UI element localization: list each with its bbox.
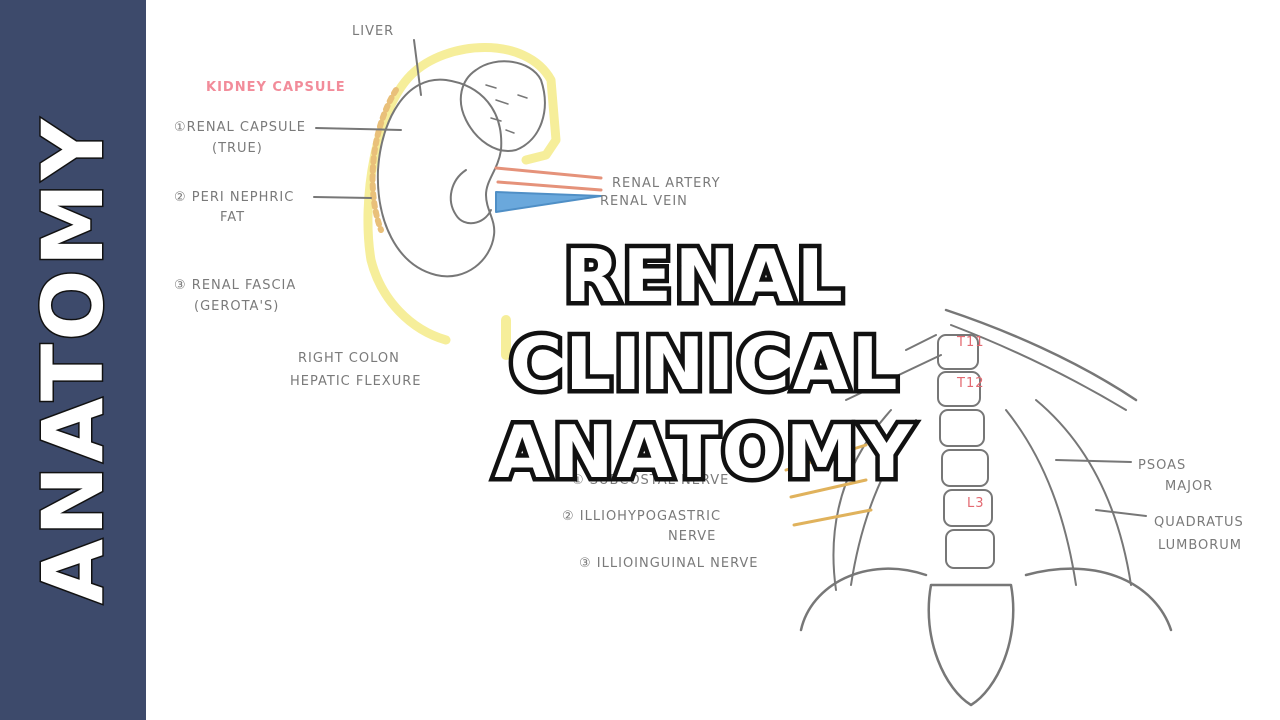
sidebar: ANATOMY <box>0 0 146 720</box>
video-title: RENAL CLINICAL ANATOMY <box>365 230 1045 499</box>
colon-label: RIGHT COLON <box>298 351 400 366</box>
t11-label: T11 <box>957 335 985 350</box>
iliohypogastric-sub: NERVE <box>668 529 717 544</box>
perinephric-label: ② PERI NEPHRIC <box>174 190 295 205</box>
psoas-label: PSOAS <box>1138 458 1187 473</box>
title-line-1: RENAL CLINICAL <box>505 230 902 411</box>
sidebar-label: ANATOMY <box>23 115 124 606</box>
renal-capsule-sub: (TRUE) <box>212 141 263 156</box>
ilioinguinal-label: ③ ILLIOINGUINAL NERVE <box>579 556 759 571</box>
renal-capsule-label: ①RENAL CAPSULE <box>174 120 306 135</box>
renal-fascia-sub: (GEROTA'S) <box>194 299 280 314</box>
liver-label: LIVER <box>352 24 395 39</box>
renal-artery-label: RENAL ARTERY <box>612 176 721 191</box>
psoas-sub: MAJOR <box>1165 479 1214 494</box>
t12-label: T12 <box>957 376 985 391</box>
perinephric-sub: FAT <box>220 210 246 225</box>
title-line-2: ANATOMY <box>490 406 917 499</box>
quadratus-sub: LUMBORUM <box>1158 538 1243 553</box>
renal-fascia-label: ③ RENAL FASCIA <box>174 278 297 293</box>
anatomy-illustration <box>313 39 1173 707</box>
renal-vein-label: RENAL VEIN <box>600 194 688 209</box>
quadratus-label: QUADRATUS <box>1154 515 1244 530</box>
subcostal-label: ① SUBCOSTAL NERVE <box>572 473 730 488</box>
colon-sub: HEPATIC FLEXURE <box>290 374 422 389</box>
iliohypogastric-label: ② ILLIOHYPOGASTRIC <box>562 509 722 524</box>
kidney-capsule-heading: KIDNEY CAPSULE <box>206 80 346 95</box>
l3-label: L3 <box>967 496 985 511</box>
